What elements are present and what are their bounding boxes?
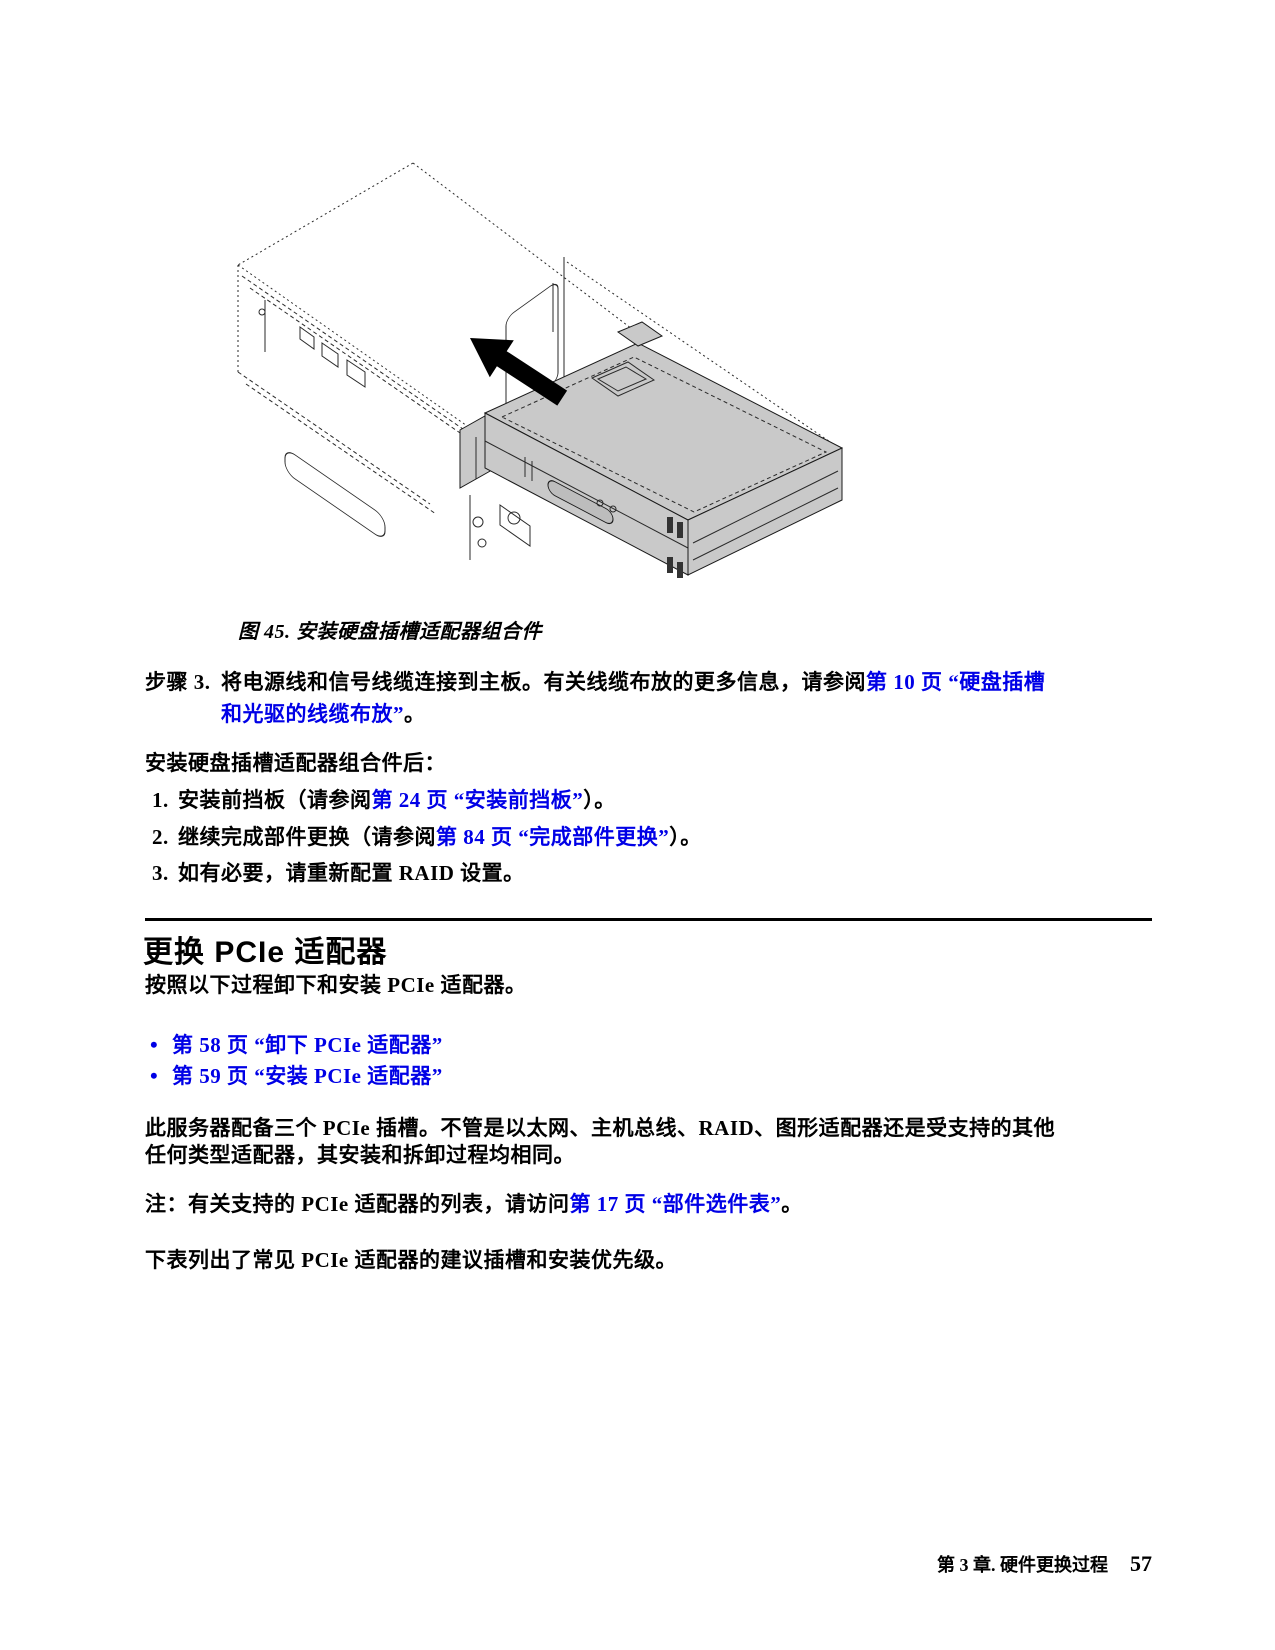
link-page17[interactable]: 第 17 页 “部件选件表” — [569, 1192, 782, 1216]
item-number: 1. — [152, 788, 169, 812]
list-item-1: 1. 安装前挡板（请参阅第 24 页 “安装前挡板”）。 — [152, 787, 616, 814]
item-tail: ）。 — [669, 825, 702, 849]
pcie-paragraph: 此服务器配备三个 PCIe 插槽。不管是以太网、主机总线、RAID、图形适配器还… — [145, 1115, 1160, 1169]
figure-illustration — [230, 145, 860, 585]
item-text: 继续完成部件更换（请参阅 — [178, 825, 436, 849]
page-footer: 第 3 章. 硬件更换过程 57 — [145, 1551, 1152, 1577]
note-period: 。 — [781, 1192, 803, 1216]
link-page10-line1[interactable]: 第 10 页 “硬盘插槽 — [866, 670, 1046, 694]
pcie-paragraph-line2: 任何类型适配器，其安装和拆卸过程均相同。 — [145, 1143, 575, 1167]
insert-arrow — [470, 338, 568, 406]
list-item-2: 2. 继续完成部件更换（请参阅第 84 页 “完成部件更换”）。 — [152, 824, 702, 851]
step-text: 将电源线和信号线缆连接到主板。有关线缆布放的更多信息，请参阅 — [221, 670, 866, 694]
footer-page-number: 57 — [1130, 1551, 1152, 1576]
drive-bay-adapter-install-drawing — [237, 162, 844, 578]
mounting-clips — [667, 517, 683, 578]
link-page24[interactable]: 第 24 页 “安装前挡板” — [371, 788, 584, 812]
pcie-intro: 按照以下过程卸下和安装 PCIe 适配器。 — [145, 973, 527, 997]
pcie-paragraph-line1: 此服务器配备三个 PCIe 插槽。不管是以太网、主机总线、RAID、图形适配器还… — [145, 1116, 1056, 1140]
footer-chapter: 第 3 章. 硬件更换过程 — [937, 1555, 1108, 1575]
post-install-heading: 安装硬盘插槽适配器组合件后： — [145, 751, 446, 775]
link-page84[interactable]: 第 84 页 “完成部件更换” — [436, 825, 670, 849]
bullet-icon: • — [150, 1032, 159, 1057]
step-label: 步骤 3. — [145, 670, 211, 694]
item-number: 2. — [152, 825, 169, 849]
bullet-install-pcie: • 第 59 页 “安装 PCIe 适配器” — [150, 1062, 443, 1090]
pcie-closing: 下表列出了常见 PCIe 适配器的建议插槽和安装优先级。 — [145, 1248, 677, 1272]
item-tail: ）。 — [583, 788, 616, 812]
figure-caption: 图 45. 安装硬盘插槽适配器组合件 — [238, 621, 542, 643]
link-page58[interactable]: 第 58 页 “卸下 PCIe 适配器” — [172, 1033, 443, 1057]
step-period: 。 — [404, 702, 426, 726]
section-divider — [145, 918, 1152, 921]
link-page59[interactable]: 第 59 页 “安装 PCIe 适配器” — [172, 1064, 443, 1088]
list-item-3: 3. 如有必要，请重新配置 RAID 设置。 — [152, 860, 525, 887]
step-3: 步骤 3. 将电源线和信号线缆连接到主板。有关线缆布放的更多信息，请参阅第 10… — [145, 666, 1155, 730]
bullet-remove-pcie: • 第 58 页 “卸下 PCIe 适配器” — [150, 1031, 443, 1059]
note-label: 注： — [145, 1192, 188, 1216]
bullet-icon: • — [150, 1063, 159, 1088]
item-number: 3. — [152, 861, 169, 885]
pcie-note: 注：有关支持的 PCIe 适配器的列表，请访问第 17 页 “部件选件表”。 — [145, 1191, 1160, 1218]
drive-bay-adapter-assembly — [459, 321, 844, 578]
section-title: 更换 PCIe 适配器 — [143, 936, 388, 969]
item-text: 安装前挡板（请参阅 — [178, 788, 372, 812]
note-text: 有关支持的 PCIe 适配器的列表，请访问 — [188, 1192, 570, 1216]
link-page10-line2[interactable]: 和光驱的线缆布放” — [221, 702, 404, 726]
item-text: 如有必要，请重新配置 RAID 设置。 — [178, 861, 525, 885]
